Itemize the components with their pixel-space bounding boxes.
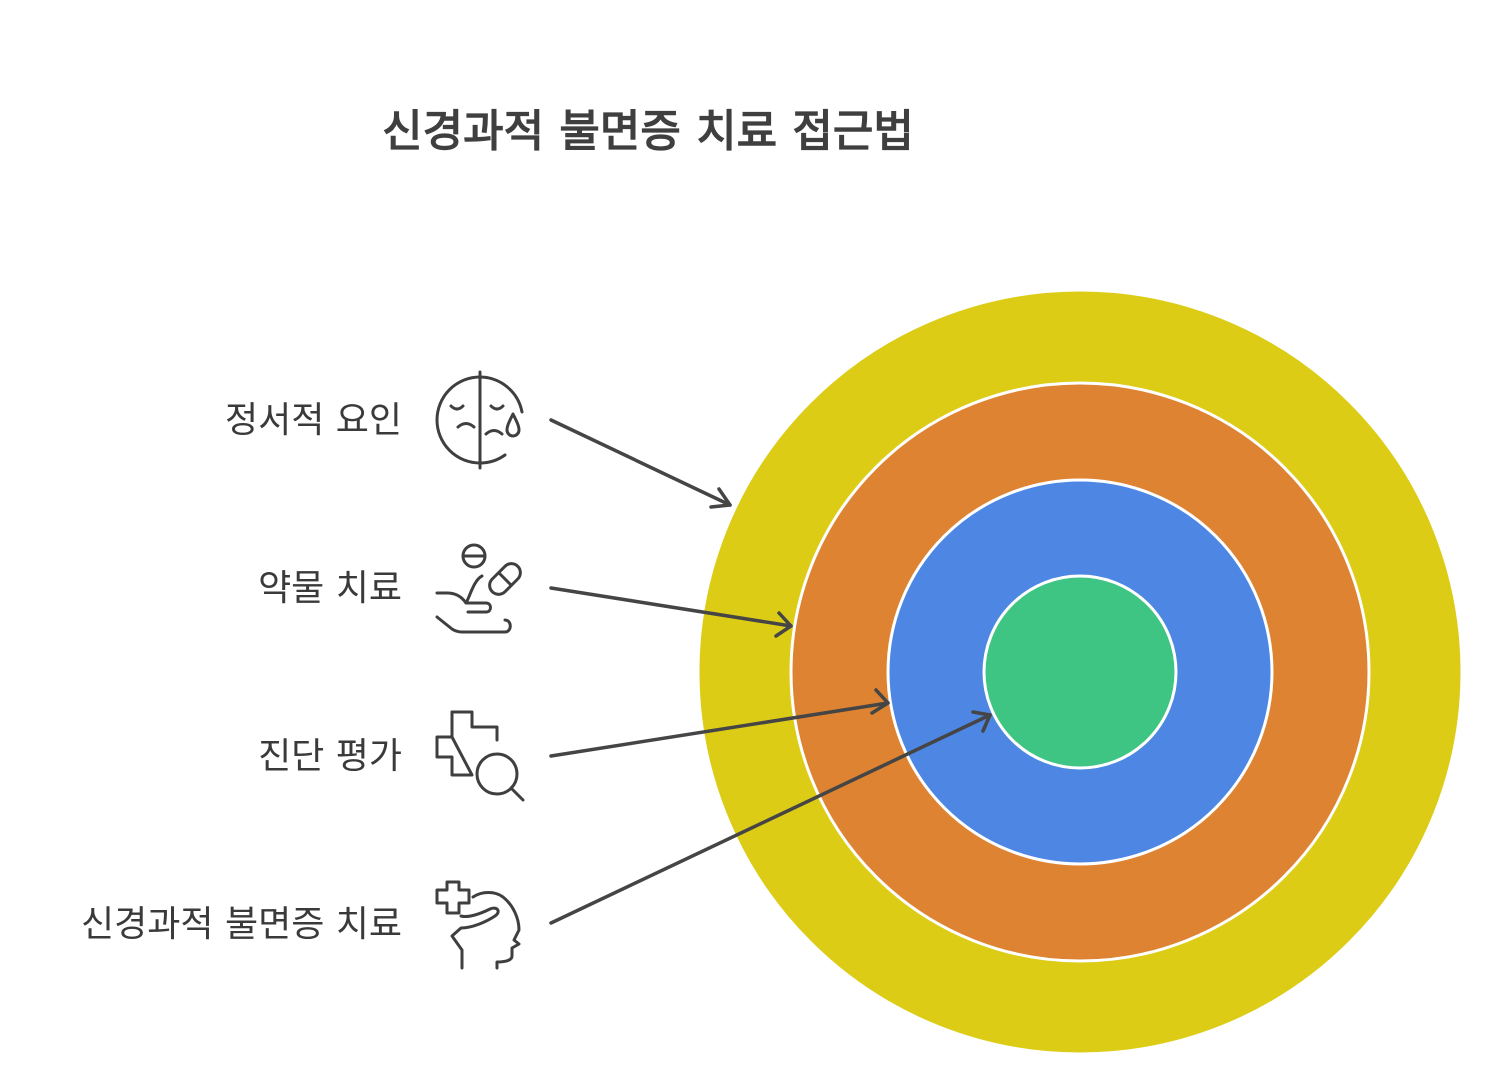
arrow-emotional-factors: [549, 418, 732, 509]
diagram-title: 신경과적 불면증 치료 접근법: [382, 106, 914, 157]
ring-neurological-insomnia-treatment: [982, 574, 1178, 770]
label-emotional-factors: 정서적 요인: [225, 400, 402, 441]
hand-pills-icon: [435, 543, 522, 634]
label-medication-therapy: 약물 치료: [258, 568, 402, 609]
emotion-face-tear-icon: [435, 370, 524, 470]
medical-cross-search-icon: [435, 710, 525, 802]
arrow-neurological-insomnia-treatment: [549, 710, 992, 925]
label-diagnostic-evaluation: 진단 평가: [258, 736, 402, 777]
head-medical-cross-icon: [435, 880, 521, 970]
label-neurological-insomnia-treatment: 신경과적 불면증 치료: [81, 904, 402, 945]
arrow-diagnostic-evaluation: [549, 688, 890, 758]
arrow-medication-therapy: [549, 586, 793, 638]
